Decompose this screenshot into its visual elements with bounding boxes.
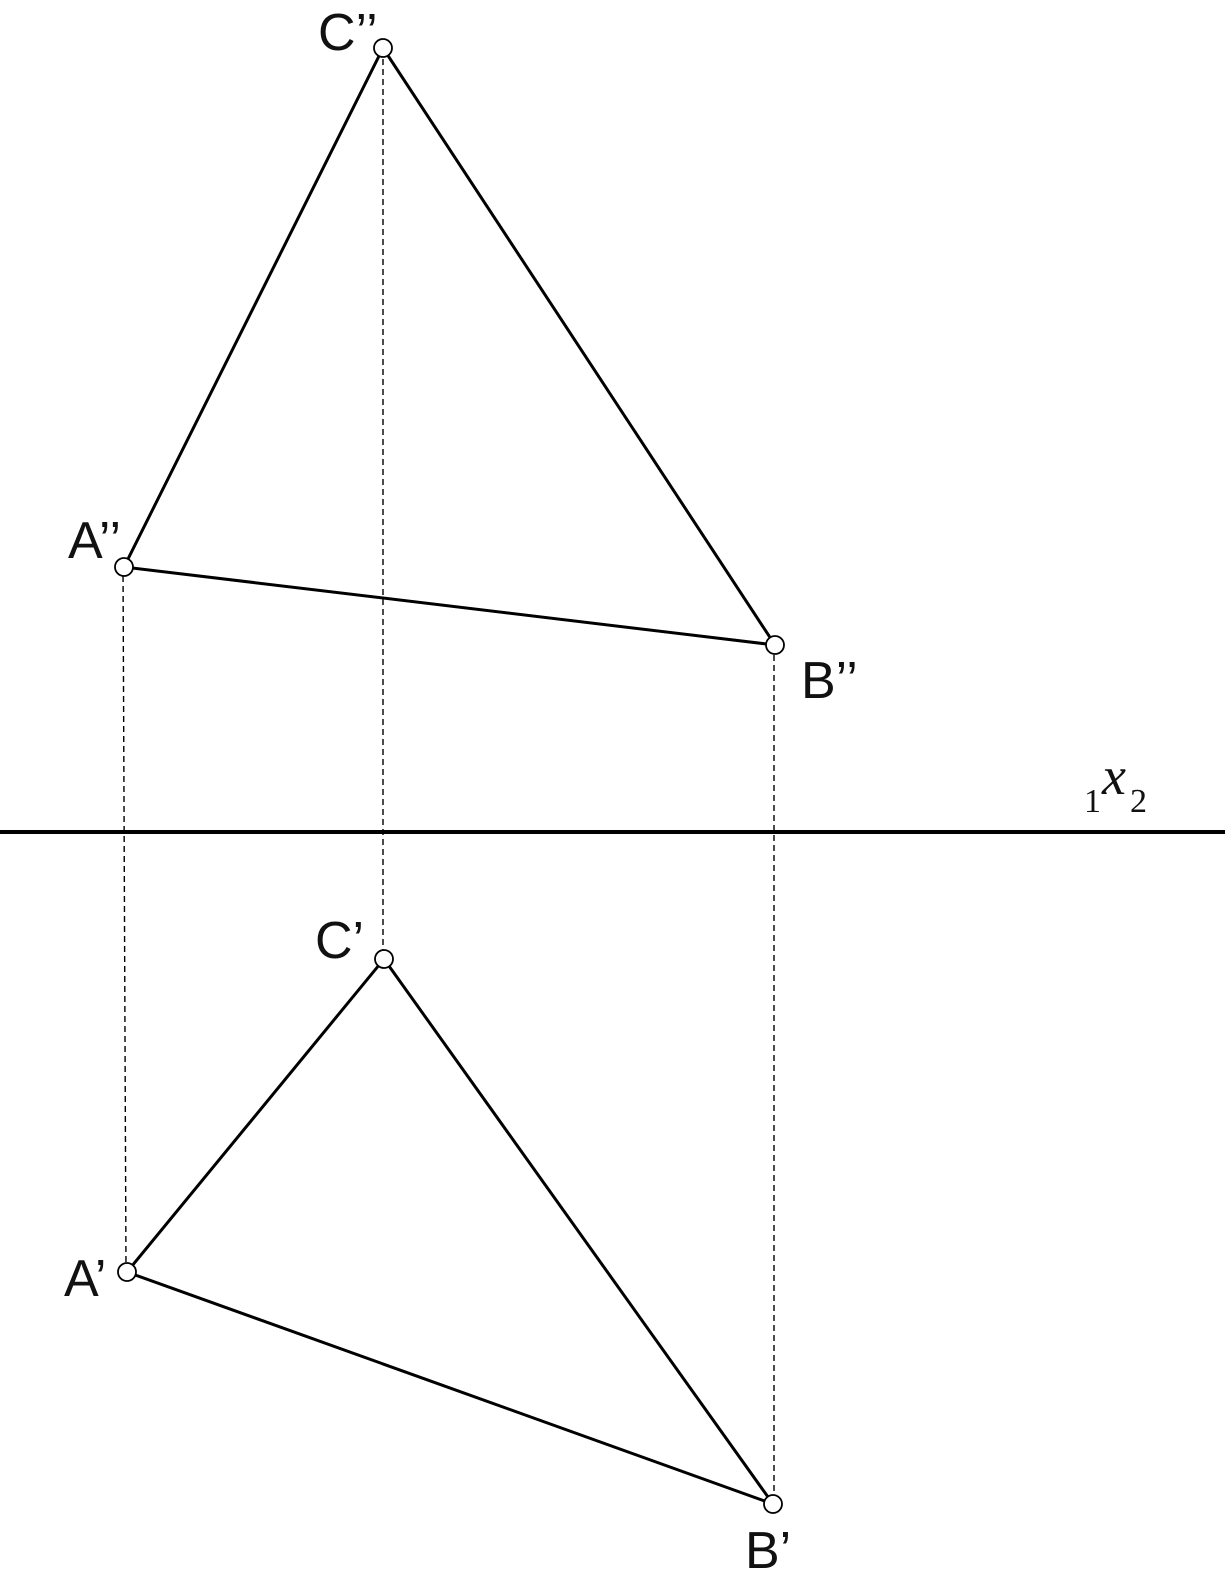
edge-a1-b1: [125, 1270, 775, 1506]
point-labels: C’’ A’’ B’’ C’ A’ B’: [64, 4, 858, 1580]
axis-label-left-index: 1: [1084, 783, 1101, 820]
axis-label-letter: x: [1101, 746, 1126, 806]
horizontal-projection-triangle: [125, 957, 775, 1506]
edge-c2-b2: [381, 46, 777, 647]
label-b2: B’’: [801, 652, 858, 710]
projection-lines: [122, 49, 775, 1503]
label-b1: B’: [745, 1522, 791, 1580]
point-c1: [374, 949, 394, 969]
edge-c1-b1: [382, 957, 775, 1506]
frontal-projection-triangle: [122, 46, 777, 647]
label-a2: A’’: [68, 512, 121, 570]
points: [114, 38, 785, 1514]
edge-a1-c1: [125, 957, 386, 1274]
axis-label: 1 x 2: [1084, 746, 1147, 820]
projection-line-a: [122, 565, 127, 1272]
edge-a2-b2: [122, 565, 777, 647]
point-a1: [117, 1262, 137, 1282]
point-a2: [114, 557, 134, 577]
label-c2: C’’: [318, 4, 378, 62]
point-b1: [763, 1494, 783, 1514]
label-c1: C’: [315, 912, 364, 970]
label-a1: A’: [64, 1250, 106, 1308]
point-b2: [765, 635, 785, 655]
axis-label-right-index: 2: [1130, 783, 1147, 820]
edge-a2-c2: [122, 46, 385, 569]
point-c2: [373, 38, 393, 58]
